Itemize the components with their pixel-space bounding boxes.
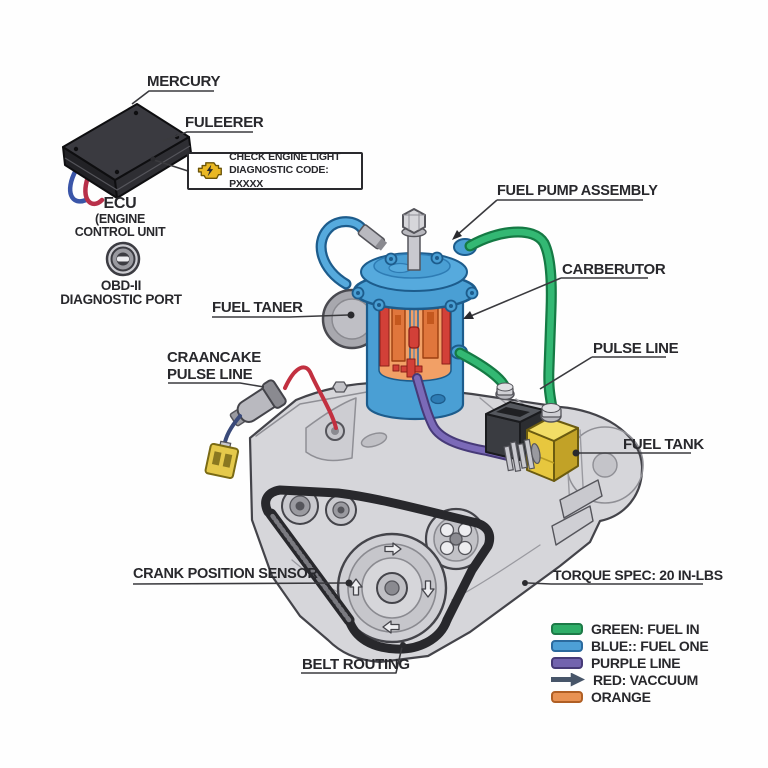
- orange-swatch-icon: [551, 690, 583, 703]
- purple-line: [412, 373, 513, 461]
- blue-signal-wire: [222, 414, 242, 448]
- label-crank-position-sensor: CRANK POSITION SENSOR: [133, 566, 318, 582]
- label-fuel-taner: FUEL TANER: [212, 299, 303, 316]
- ribbed-fitting: [503, 438, 541, 473]
- legend-label: ORANGE: [591, 688, 651, 705]
- label-ecu-sub2: CONTROL UNIT: [74, 225, 166, 239]
- label-ecu: ECU: [103, 195, 137, 212]
- legend-label: PURPLE LINE: [591, 654, 681, 671]
- label-craancake-line2: PULSE LINE: [167, 366, 253, 383]
- pulley-system: [261, 485, 495, 654]
- blue-swatch-icon: [551, 639, 583, 652]
- green-fuel-line: [454, 226, 558, 414]
- leader-markers: [150, 156, 580, 648]
- ecu-blue-wire: [67, 167, 89, 204]
- label-belt-routing: BELT ROUTING: [302, 656, 410, 673]
- red-vacuum-wire: [283, 365, 338, 430]
- pump-top-bolt: [401, 208, 427, 271]
- crankcase-connector: [204, 365, 338, 480]
- yellow-plug: [204, 440, 240, 480]
- green-swatch-icon: [551, 622, 583, 635]
- lid-bolt-ears: [351, 251, 479, 313]
- hex-fittings: [495, 382, 562, 423]
- check-engine-icon: [197, 162, 222, 179]
- legend: GREEN: FUEL IN BLUE:: FUEL ONE PURPLE LI…: [551, 620, 709, 705]
- legend-row-blue: BLUE:: FUEL ONE: [551, 637, 709, 654]
- label-fuel-tank: FUEL TANK: [623, 436, 704, 453]
- label-craancake-line1: CRAANCAKE: [167, 349, 261, 366]
- label-pulse-line: PULSE LINE: [593, 340, 679, 357]
- legend-row-green: GREEN: FUEL IN: [551, 620, 708, 637]
- label-mercury: MERCURY: [147, 73, 221, 90]
- purple-swatch-icon: [551, 656, 583, 669]
- label-carberutor: CARBERUTOR: [562, 261, 666, 278]
- ecu-box: [62, 103, 192, 207]
- label-fuel-pump-assembly: FUEL PUMP ASSEMBLY: [497, 183, 658, 199]
- check-engine-line2: DIAGNOSTIC CODE: PXXXX: [229, 164, 329, 190]
- label-fuleerer: FULEERER: [185, 114, 264, 131]
- legend-row-purple: PURPLE LINE: [551, 654, 708, 671]
- fuel-pump-assembly-part: [315, 208, 479, 421]
- ecu-red-wire: [83, 174, 105, 207]
- label-ecu-sub1: (ENGINE: [95, 212, 145, 226]
- check-engine-callout: CHECK ENGINE LIGHT DIAGNOSTIC CODE: PXXX…: [187, 151, 363, 190]
- label-torque-spec: TORQUE SPEC: 20 IN-LBS: [553, 567, 723, 583]
- label-obd-line2: DIAGNOSTIC PORT: [60, 292, 182, 307]
- legend-label: GREEN: FUEL IN: [591, 620, 700, 637]
- check-engine-line1: CHECK ENGINE LIGHT: [229, 151, 341, 164]
- legend-label: RED: VACCUUM: [593, 671, 699, 688]
- legend-row-orange: ORANGE: [551, 688, 708, 705]
- leader-lines: [131, 90, 703, 674]
- arrow-swatch-icon: [551, 672, 585, 687]
- obd-port-icon: [105, 241, 141, 277]
- legend-label: BLUE:: FUEL ONE: [591, 637, 709, 654]
- label-craancake-pulse-line: CRAANCAKE PULSE LINE: [167, 349, 261, 383]
- label-obd-line1: OBD-II: [100, 278, 142, 293]
- legend-row-red: RED: VACCUUM: [551, 671, 708, 688]
- belt-direction-arrows: [349, 542, 435, 634]
